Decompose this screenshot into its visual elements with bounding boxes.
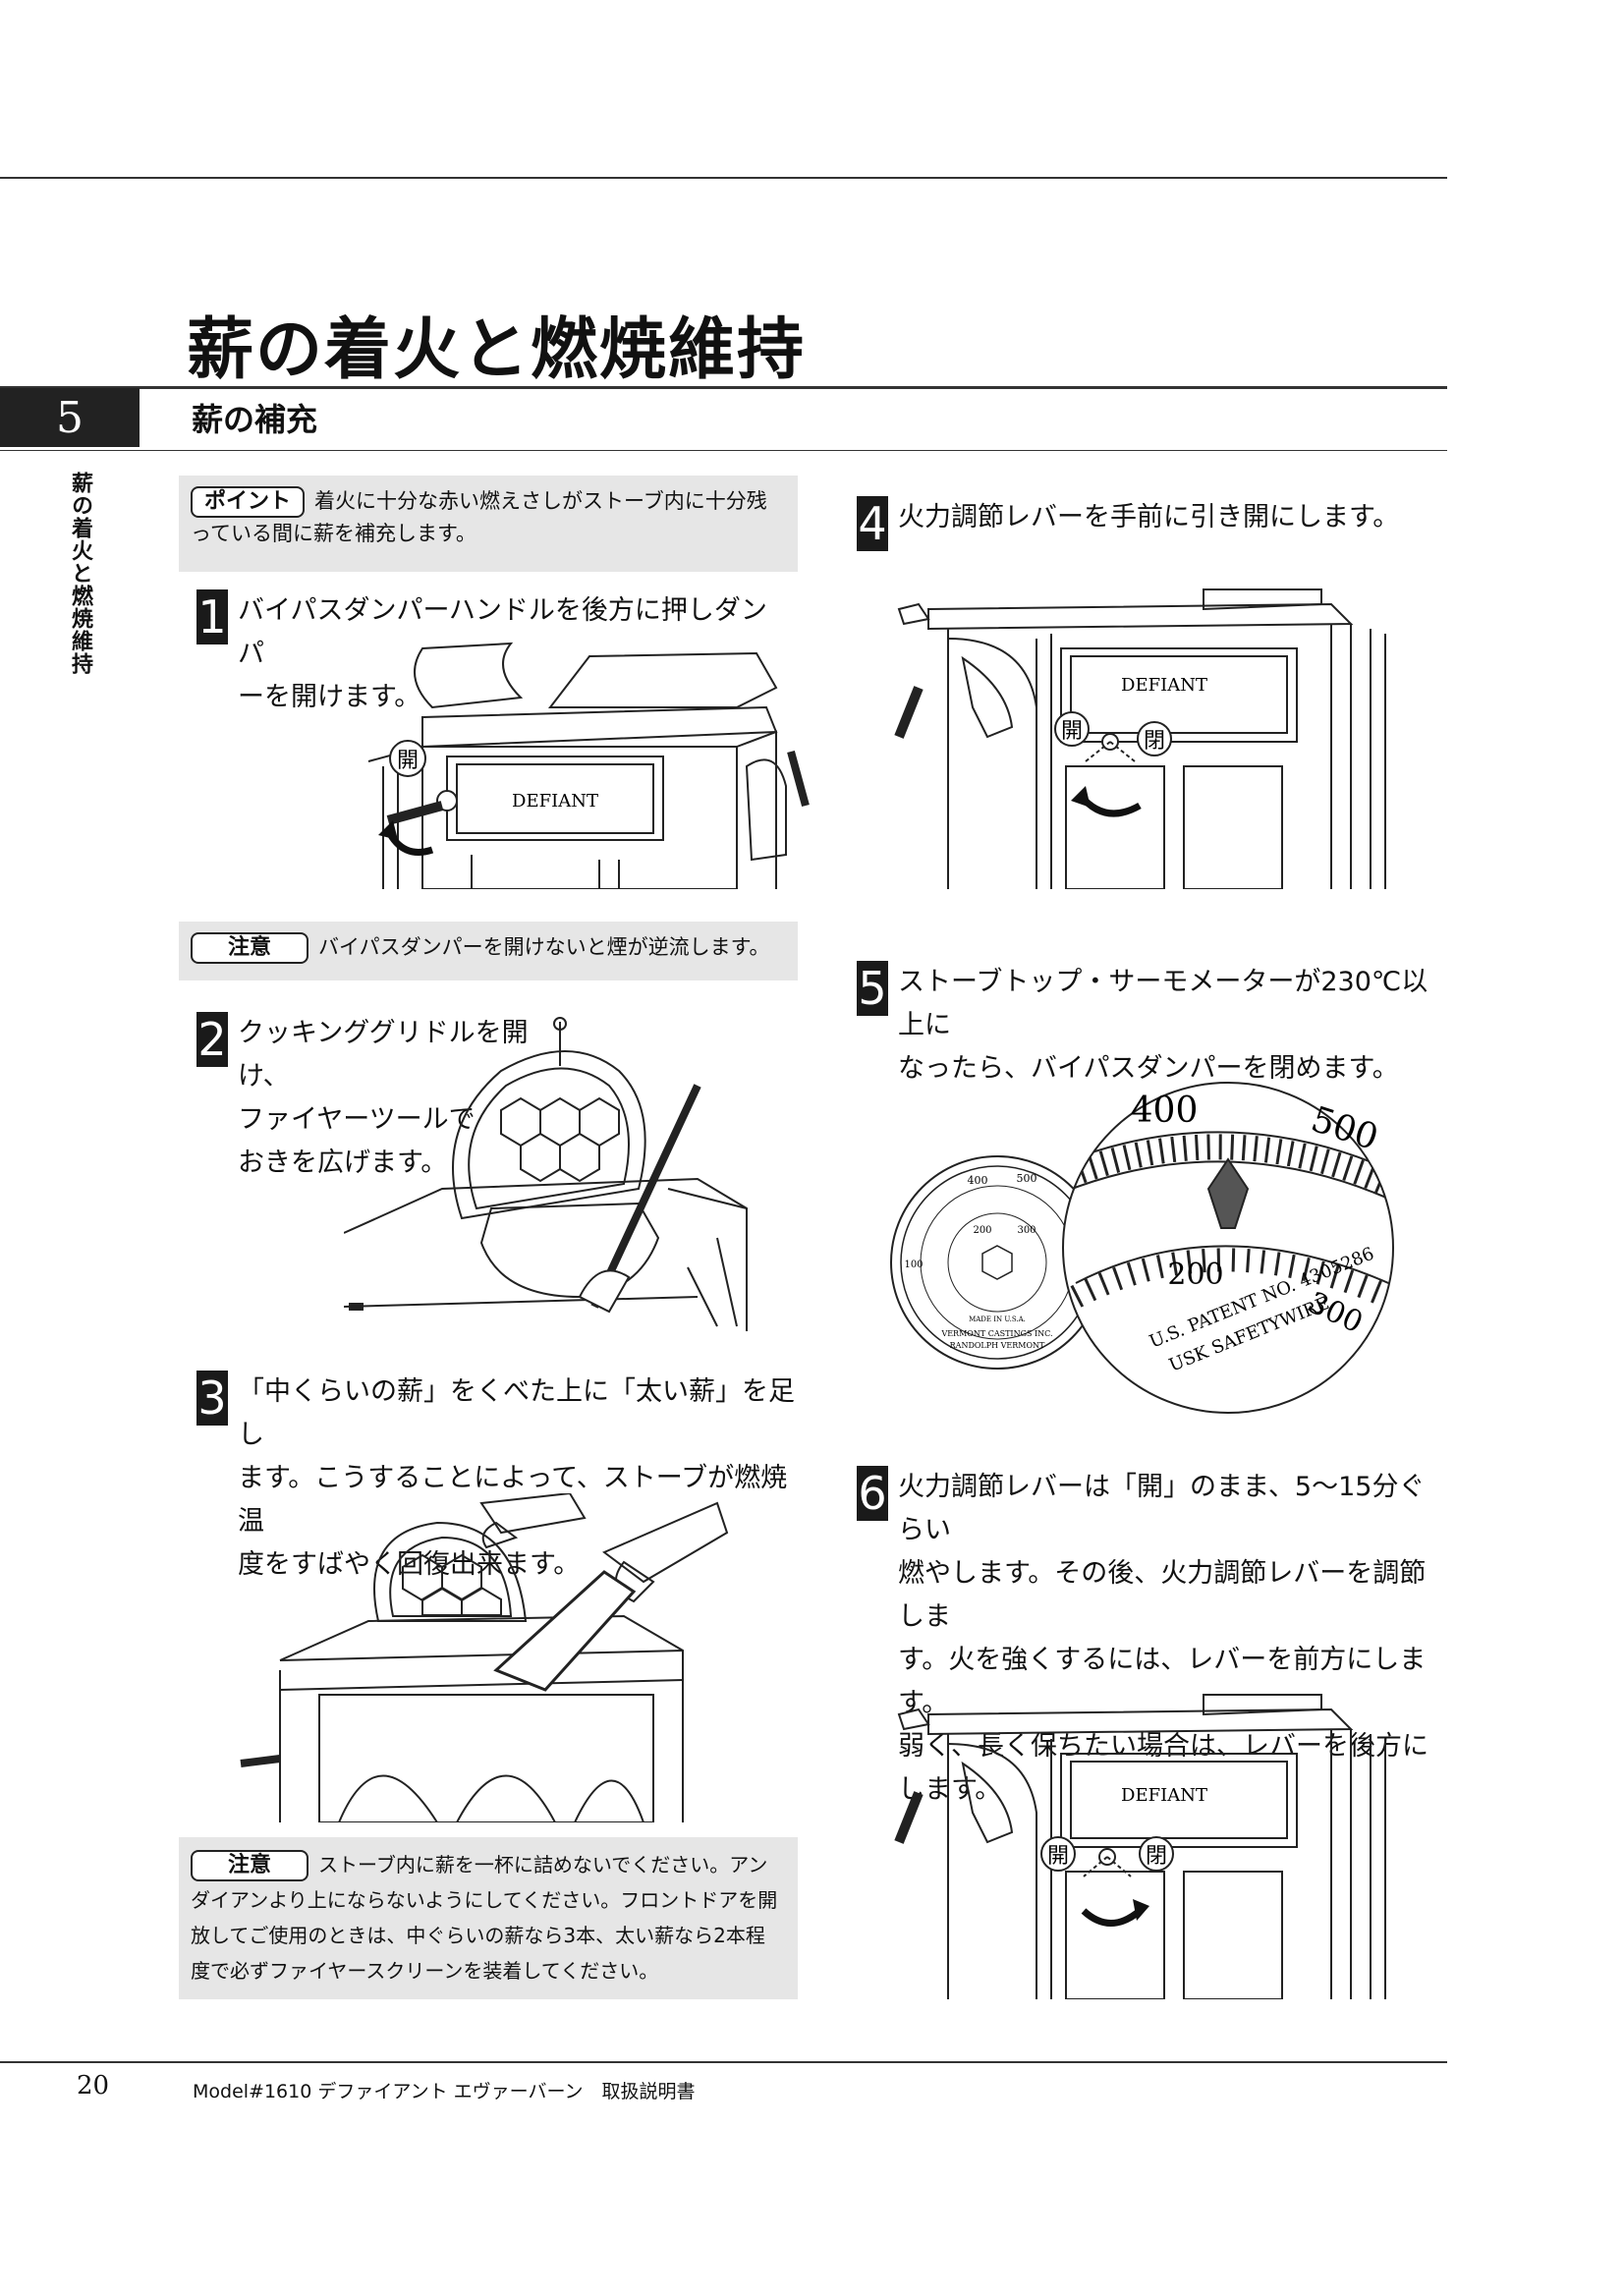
step-5-text: ストーブトップ・サーモメーターが230℃以上に なったら、バイパスダンパーを閉め… [898, 961, 1446, 1091]
step-number-5: 5 [857, 961, 888, 1016]
small-tick-500: 500 [1017, 1172, 1037, 1185]
small-tick-100: 100 [904, 1260, 923, 1270]
big-tick-400: 400 [1131, 1091, 1199, 1131]
caution-tag-2: 注意 [191, 1850, 309, 1881]
open-label-1: 開 [397, 749, 419, 773]
page-number: 20 [77, 2071, 110, 2100]
step-number-6: 6 [857, 1466, 888, 1521]
footer-text: Model#1610 デファイアント エヴァーバーン 取扱説明書 [193, 2081, 696, 2102]
open-label-4: 開 [1061, 719, 1083, 744]
small-tick-200: 200 [973, 1225, 991, 1236]
small-tick-300: 300 [1017, 1225, 1036, 1236]
illustration-step6-stove: DEFIANT 開 閉 [894, 1694, 1386, 1999]
point-note: ポイント着火に十分な赤い燃えさしがストーブ内に十分残っている間に薪を補充します。 [179, 476, 798, 572]
step-5: 5 ストーブトップ・サーモメーターが230℃以上に なったら、バイパスダンパーを… [857, 961, 1446, 1091]
stove-name-1: DEFIANT [512, 791, 598, 812]
step-3-text: 「中くらいの薪」をくべた上に「太い薪」を足し ます。こうすることによって、ストー… [238, 1371, 806, 1587]
close-label-4: 閉 [1144, 729, 1165, 754]
step-6-line-2: 燃やします。その後、火力調節レバーを調節しま [898, 1558, 1427, 1632]
step-number-1: 1 [196, 589, 228, 644]
step-6: 6 火力調節レバーは「開」のまま、5〜15分ぐらい 燃やします。その後、火力調節… [857, 1466, 1446, 1812]
step-number-4: 4 [857, 496, 888, 551]
caution-note-1: 注意バイパスダンパーを開けないと煙が逆流します。 [179, 922, 798, 980]
step-number-3: 3 [196, 1371, 228, 1426]
step-3-line-1: 「中くらいの薪」をくべた上に「太い薪」を足し [238, 1376, 795, 1450]
illustration-step1-stove: 開 DEFIANT [367, 642, 810, 889]
step-6-line-4: 弱く、長く保ちたい場合は、レバーを後方にします。 [898, 1731, 1428, 1805]
stove-name-6: DEFIANT [1121, 1785, 1207, 1806]
step-2-line-2: ファイヤーツールで [238, 1104, 476, 1135]
step-2-line-3: おきを広げます。 [238, 1148, 448, 1178]
step-3-line-2: ます。こうすることによって、ストーブが燃焼温 [238, 1463, 788, 1537]
sidebar-label: 薪の着火と燃焼維持 [68, 472, 93, 675]
section-title: 薪の補充 [192, 401, 318, 438]
step-5-line-2: なったら、バイパスダンパーを閉めます。 [898, 1053, 1399, 1084]
step-4: 4 火力調節レバーを手前に引き開にします。 [857, 496, 1427, 551]
step-2: 2 クッキンググリドルを開け、 ファイヤーツールで おきを広げます。 [196, 1012, 570, 1185]
open-label-6: 開 [1047, 1844, 1069, 1869]
step-6-line-3: す。火を強くするには、レバーを前方にします。 [898, 1645, 1427, 1718]
caution-tag-1: 注意 [191, 932, 309, 964]
section-number: 5 [0, 388, 140, 447]
caution-note-2: 注意ストーブ内に薪を一杯に詰めないでください。アンダイアンより上にならないように… [179, 1837, 798, 1999]
step-number-2: 2 [196, 1012, 228, 1067]
point-text: 着火に十分な赤い燃えさしがストーブ内に十分残っている間に薪を補充します。 [191, 489, 767, 545]
step-1: 1 バイパスダンパーハンドルを後方に押しダンパ ーを開けます。 [196, 589, 786, 719]
illustration-step2-griddle [344, 1017, 748, 1331]
step-5-line-1: ストーブトップ・サーモメーターが230℃以上に [898, 967, 1428, 1040]
title-rule [0, 386, 1447, 389]
illustration-step5-thermometer: 400 500 200 300 100 600 VERMONT CASTINGS… [890, 1082, 1394, 1414]
page-title: 薪の着火と燃焼維持 [187, 310, 807, 389]
step-3-line-3: 度をすばやく回復出来ます。 [238, 1549, 581, 1580]
step-1-text: バイパスダンパーハンドルを後方に押しダンパ ーを開けます。 [238, 589, 786, 719]
step-3: 3 「中くらいの薪」をくべた上に「太い薪」を足し ます。こうすることによって、ス… [196, 1371, 806, 1587]
step-6-line-1: 火力調節レバーは「開」のまま、5〜15分ぐらい [898, 1472, 1426, 1545]
header-rule [0, 177, 1447, 179]
step-1-line-2: ーを開けます。 [238, 682, 421, 712]
step-4-text: 火力調節レバーを手前に引き開にします。 [898, 496, 1427, 539]
step-6-text: 火力調節レバーは「開」のまま、5〜15分ぐらい 燃やします。その後、火力調節レバ… [898, 1466, 1446, 1812]
close-label-6: 閉 [1146, 1844, 1167, 1869]
step-2-line-1: クッキンググリドルを開け、 [238, 1018, 529, 1092]
stove-name-4: DEFIANT [1121, 675, 1207, 696]
small-tick-400: 400 [968, 1174, 988, 1187]
step-2-text: クッキンググリドルを開け、 ファイヤーツールで おきを広げます。 [238, 1012, 570, 1185]
step-1-line-1: バイパスダンパーハンドルを後方に押しダンパ [238, 595, 767, 669]
maker-line-2: RANDOLPH VERMONT [950, 1341, 1045, 1350]
caution-text-1: バイパスダンパーを開けないと煙が逆流します。 [318, 935, 770, 959]
illustration-step4-stove: DEFIANT 開 閉 [894, 588, 1386, 889]
point-tag: ポイント [191, 486, 306, 518]
subtitle-rule [0, 450, 1447, 451]
illustration-step3-logs [240, 1493, 729, 1822]
maker-line-1: VERMONT CASTINGS INC. [940, 1329, 1052, 1338]
step-4-line-1: 火力調節レバーを手前に引き開にします。 [898, 502, 1400, 532]
caution-text-2: ストーブ内に薪を一杯に詰めないでください。アンダイアンより上にならないようにして… [191, 1853, 778, 1983]
made-in-label: MADE IN U.S.A. [969, 1316, 1026, 1323]
big-tick-200: 200 [1167, 1258, 1223, 1292]
footer-rule [0, 2061, 1447, 2063]
